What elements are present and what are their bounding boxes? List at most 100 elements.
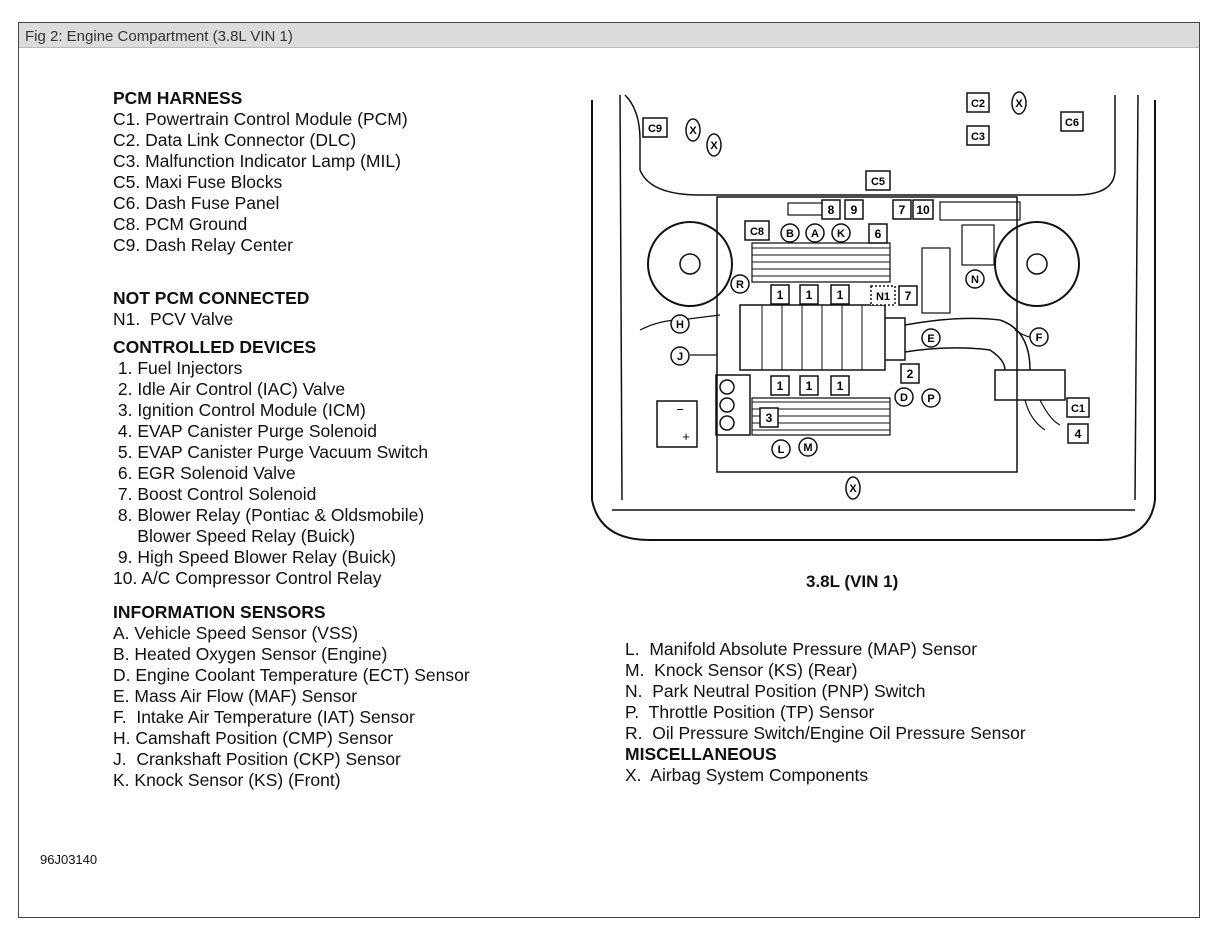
label-text-c3: C3 — [971, 131, 985, 143]
list-item: C3. Malfunction Indicator Lamp (MIL) — [113, 151, 401, 171]
label-text-b2: 2 — [907, 367, 914, 381]
label-text-inj1: 1 — [777, 288, 784, 302]
list-item: C6. Dash Fuse Panel — [113, 193, 280, 213]
diagram-caption: 3.8L (VIN 1) — [806, 572, 899, 591]
label-circle-text-b: B — [786, 228, 794, 240]
list-item: F. Intake Air Temperature (IAT) Sensor — [113, 707, 415, 727]
label-circle-d — [894, 387, 914, 407]
controlled-devices-list: 1. Fuel Injectors 2. Idle Air Control (I… — [113, 358, 428, 589]
label-circle-text-h: H — [676, 319, 684, 331]
label-circle-text-a: A — [811, 228, 819, 240]
label-circle-j — [670, 346, 690, 366]
label-circle-text-x2: X — [689, 125, 697, 137]
section-header: CONTROLLED DEVICES — [113, 337, 317, 357]
list-item: 3. Ignition Control Module (ICM) — [113, 400, 366, 420]
label-text-b7: 7 — [899, 203, 906, 217]
engine-block — [716, 196, 1018, 473]
list-item: H. Camshaft Position (CMP) Sensor — [113, 728, 394, 748]
list-item: C5. Maxi Fuse Blocks — [113, 172, 283, 192]
list-item: R. Oil Pressure Switch/Engine Oil Pressu… — [625, 723, 1026, 743]
label-box-b4 — [1067, 423, 1089, 444]
list-item: L. Manifold Absolute Pressure (MAP) Sens… — [625, 639, 978, 659]
label-text-inj5: 1 — [806, 379, 813, 393]
label-circle-r — [730, 274, 750, 294]
list-item: B. Heated Oxygen Sensor (Engine) — [113, 644, 388, 664]
not-pcm-section: NOT PCM CONNECTED N1. PCV Valve — [113, 288, 309, 330]
label-circle-e — [921, 328, 941, 348]
pcm-harness-section: PCM HARNESS C1. Powertrain Control Modul… — [113, 88, 408, 256]
label-text-inj3: 1 — [837, 288, 844, 302]
label-text-inj4: 1 — [777, 379, 784, 393]
battery-terminals: − + — [676, 402, 690, 444]
label-text-c8: C8 — [750, 226, 764, 238]
misc-list: X. Airbag System Components — [625, 765, 1026, 786]
right-sensors-section: L. Manifold Absolute Pressure (MAP) Sens… — [625, 639, 1026, 786]
label-text-b3: 3 — [766, 411, 773, 425]
right-wheel — [994, 221, 1080, 307]
label-text-c1: C1 — [1071, 403, 1085, 415]
label-circle-a — [805, 223, 825, 243]
label-text-b6: 6 — [875, 227, 882, 241]
list-item: 4. EVAP Canister Purge Solenoid — [113, 421, 377, 441]
list-item: M. Knock Sensor (KS) (Rear) — [625, 660, 858, 680]
list-item: N. Park Neutral Position (PNP) Switch — [625, 681, 926, 701]
label-text-inj2: 1 — [806, 288, 813, 302]
label-circle-x3 — [706, 133, 722, 157]
list-item: 6. EGR Solenoid Valve — [113, 463, 296, 483]
not-pcm-list: N1. PCV Valve — [113, 309, 309, 330]
label-box-b7 — [892, 199, 912, 220]
list-item: J. Crankshaft Position (CKP) Sensor — [113, 749, 401, 769]
label-box-inj1 — [770, 284, 790, 305]
label-text-b4: 4 — [1075, 427, 1082, 441]
figure-frame — [18, 22, 1200, 918]
list-item: N1. PCV Valve — [113, 309, 234, 329]
label-circle-x1 — [1011, 91, 1027, 115]
misc-header: MISCELLANEOUS — [625, 744, 777, 764]
figure-code: 96J03140 — [40, 852, 98, 867]
label-box-c2 — [966, 92, 990, 113]
left-wheel — [647, 221, 733, 307]
label-box-n1 — [870, 285, 896, 306]
list-item: P. Throttle Position (TP) Sensor — [625, 702, 875, 722]
list-item: 8. Blower Relay (Pontiac & Oldsmobile) — [113, 505, 425, 525]
list-item: 2. Idle Air Control (IAC) Valve — [113, 379, 346, 399]
label-circle-text-d: D — [900, 392, 908, 404]
list-item: 9. High Speed Blower Relay (Buick) — [113, 547, 397, 567]
label-circle-f — [1029, 327, 1049, 347]
label-circle-x4 — [845, 476, 861, 500]
list-item: 10. A/C Compressor Control Relay — [113, 568, 382, 588]
label-circle-p — [921, 388, 941, 408]
label-box-c9 — [642, 117, 668, 138]
list-item: K. Knock Sensor (KS) (Front) — [113, 770, 341, 790]
label-circle-k — [831, 223, 851, 243]
list-item: X. Airbag System Components — [625, 765, 869, 785]
list-item: E. Mass Air Flow (MAF) Sensor — [113, 686, 358, 706]
list-item: 1. Fuel Injectors — [113, 358, 243, 378]
label-circle-text-n: N — [971, 274, 979, 286]
list-item: 7. Boost Control Solenoid — [113, 484, 317, 504]
label-circle-text-l: L — [778, 444, 785, 456]
list-item: C2. Data Link Connector (DLC) — [113, 130, 357, 150]
list-item: C8. PCM Ground — [113, 214, 248, 234]
label-box-b8 — [821, 199, 841, 220]
label-circle-m — [798, 437, 818, 457]
pcm-harness-list: C1. Powertrain Control Module (PCM)C2. D… — [113, 109, 408, 256]
right-sensors-list: L. Manifold Absolute Pressure (MAP) Sens… — [625, 639, 1026, 744]
list-item: Blower Speed Relay (Buick) — [113, 526, 356, 546]
label-box-inj4 — [770, 375, 790, 396]
label-circle-text-m: M — [803, 442, 812, 454]
label-box-inj3 — [830, 284, 850, 305]
label-circle-n — [965, 269, 985, 289]
section-header: PCM HARNESS — [113, 88, 243, 108]
plenum — [739, 304, 886, 371]
label-box-c1 — [1066, 397, 1090, 418]
battery — [656, 400, 698, 448]
window-title: Fig 2: Engine Compartment (3.8L VIN 1) — [25, 28, 293, 45]
label-box-inj5 — [799, 375, 819, 396]
icm-block — [715, 374, 751, 436]
section-header: NOT PCM CONNECTED — [113, 288, 310, 308]
label-box-c3 — [966, 125, 990, 146]
label-circle-x2 — [685, 118, 701, 142]
